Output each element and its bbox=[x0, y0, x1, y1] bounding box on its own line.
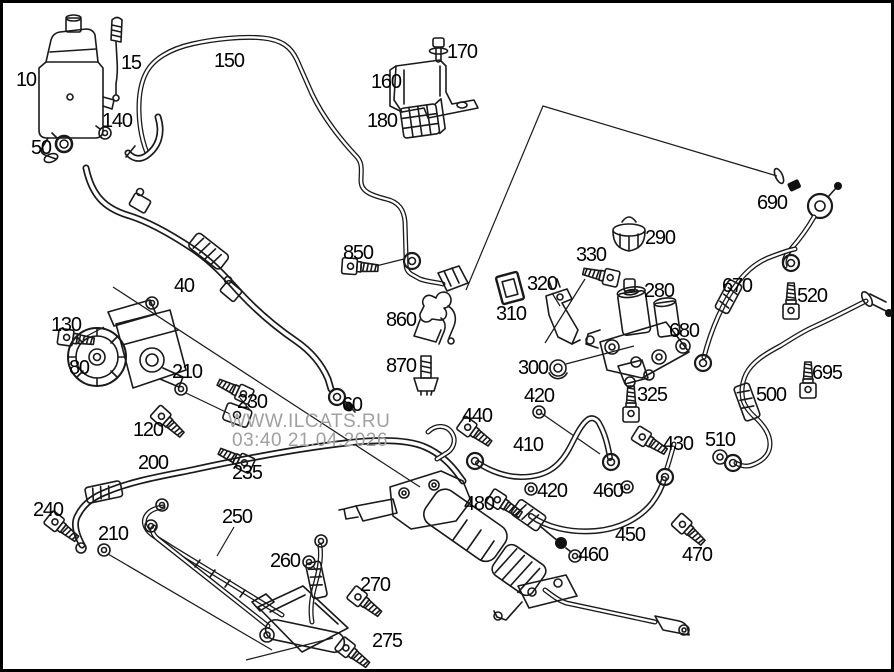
watermark-timestamp: 03:40 21.04.2026 bbox=[232, 430, 388, 451]
part-250-cooler-lines bbox=[142, 498, 349, 654]
part-label-680-16: 680 bbox=[669, 320, 700, 342]
part-label-480-44: 480 bbox=[464, 493, 495, 515]
part-670-hose bbox=[693, 246, 798, 373]
part-label-60-31: 60 bbox=[342, 394, 363, 416]
part-label-440-40: 440 bbox=[462, 405, 493, 427]
part-label-275-39: 275 bbox=[372, 630, 403, 652]
part-label-870-10: 870 bbox=[386, 355, 417, 377]
part-310-grommet bbox=[495, 270, 525, 306]
part-label-210-28: 210 bbox=[172, 361, 203, 383]
part-label-690-19: 690 bbox=[757, 192, 788, 214]
part-150-pipe bbox=[124, 34, 469, 292]
part-label-150-4: 150 bbox=[214, 50, 245, 72]
part-10-reservoir bbox=[38, 14, 115, 164]
part-label-420-42: 420 bbox=[524, 385, 555, 407]
part-label-15-1: 15 bbox=[121, 52, 142, 74]
part-870-plug bbox=[413, 355, 439, 396]
part-label-170-5: 170 bbox=[447, 41, 478, 63]
part-label-280-15: 280 bbox=[644, 280, 675, 302]
part-label-270-38: 270 bbox=[360, 574, 391, 596]
leader-lines bbox=[84, 105, 778, 661]
part-label-510-24: 510 bbox=[705, 429, 736, 451]
part-50-clamp bbox=[51, 132, 74, 154]
part-label-460-45: 460 bbox=[593, 480, 624, 502]
part-label-410-41: 410 bbox=[513, 434, 544, 456]
part-label-230-29: 230 bbox=[237, 391, 268, 413]
part-label-300-17: 300 bbox=[518, 357, 549, 379]
part-180-damper bbox=[399, 98, 446, 139]
part-label-80-27: 80 bbox=[69, 357, 90, 379]
part-label-180-7: 180 bbox=[367, 110, 398, 132]
part-label-325-18: 325 bbox=[637, 384, 668, 406]
part-140-nut bbox=[95, 125, 112, 140]
part-label-860-9: 860 bbox=[386, 309, 417, 331]
part-label-130-26: 130 bbox=[51, 314, 82, 336]
part-300-nut bbox=[548, 359, 568, 380]
part-label-200-32: 200 bbox=[138, 452, 169, 474]
watermark-site: WWW.ILCATS.RU bbox=[228, 411, 391, 432]
part-label-850-8: 850 bbox=[343, 242, 374, 264]
part-80-pump bbox=[67, 296, 187, 389]
part-label-160-6: 160 bbox=[371, 71, 402, 93]
part-label-310-11: 310 bbox=[496, 303, 527, 325]
part-label-140-2: 140 bbox=[102, 110, 133, 132]
part-clamp-bracket bbox=[222, 402, 253, 428]
part-label-670-20: 670 bbox=[722, 275, 753, 297]
part-170-screw bbox=[428, 37, 449, 63]
part-290-cap bbox=[612, 216, 646, 252]
part-label-470-49: 470 bbox=[682, 544, 713, 566]
part-15-dipstick bbox=[110, 16, 123, 102]
part-60-fitting bbox=[327, 387, 356, 413]
part-label-120-30: 120 bbox=[133, 419, 164, 441]
part-280-valve-pump bbox=[585, 278, 690, 388]
steering-gear-assembly bbox=[338, 424, 690, 636]
part-label-460-46: 460 bbox=[578, 544, 609, 566]
part-40-hose bbox=[82, 164, 335, 393]
part-label-40-25: 40 bbox=[174, 275, 195, 297]
part-label-240-34: 240 bbox=[33, 499, 64, 521]
part-320-bracket bbox=[545, 278, 581, 345]
part-label-430-48: 430 bbox=[663, 433, 694, 455]
part-label-330-13: 330 bbox=[576, 244, 607, 266]
part-label-10-0: 10 bbox=[16, 69, 37, 91]
part-label-450-47: 450 bbox=[615, 524, 646, 546]
part-410-hose bbox=[465, 415, 621, 481]
part-label-250-36: 250 bbox=[222, 506, 253, 528]
part-label-235-33: 235 bbox=[232, 462, 263, 484]
part-860-clip bbox=[413, 291, 457, 345]
part-label-500-23: 500 bbox=[756, 384, 787, 406]
part-200-hose bbox=[71, 437, 467, 554]
part-label-210-35: 210 bbox=[98, 523, 129, 545]
part-500-hose bbox=[723, 290, 893, 473]
part-label-520-21: 520 bbox=[797, 285, 828, 307]
part-label-420-43: 420 bbox=[537, 480, 568, 502]
part-label-50-3: 50 bbox=[31, 137, 52, 159]
part-label-695-22: 695 bbox=[812, 362, 843, 384]
part-label-260-37: 260 bbox=[270, 550, 301, 572]
part-label-320-12: 320 bbox=[527, 273, 558, 295]
part-label-290-14: 290 bbox=[645, 227, 676, 249]
